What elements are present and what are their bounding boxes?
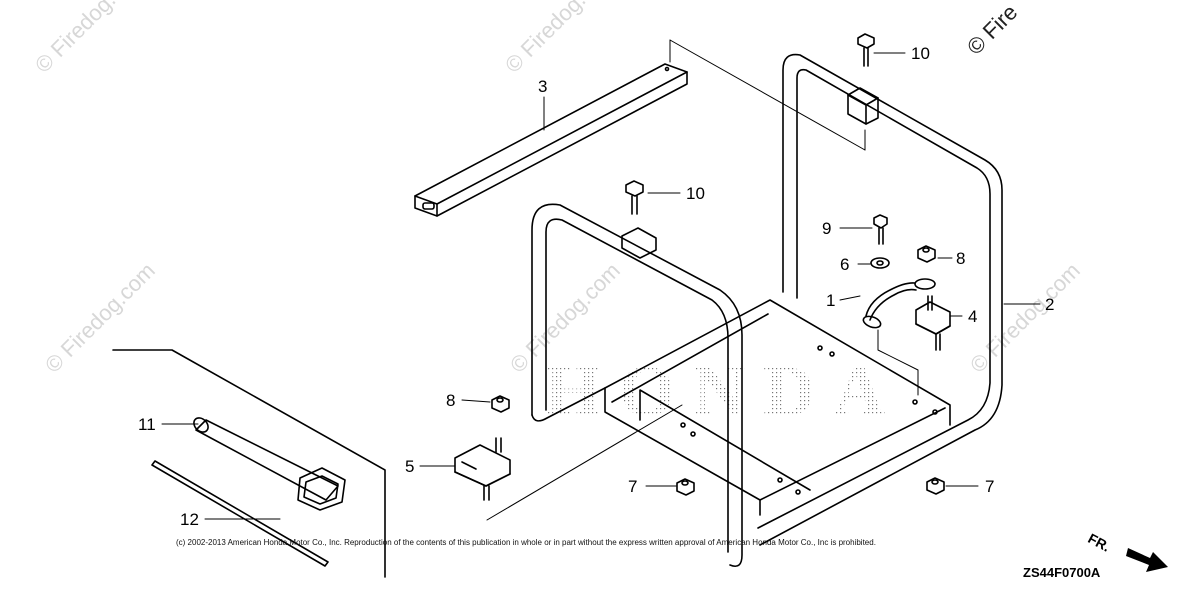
- callout-label: 11: [138, 415, 156, 434]
- assembly-leader: [486, 404, 683, 521]
- rubber-mount-part-5: [454, 437, 511, 501]
- callout-label: 7: [628, 477, 637, 496]
- nut-part-8-upper: [917, 245, 936, 263]
- callout-label: 3: [538, 77, 547, 96]
- front-direction-arrow: [1126, 548, 1168, 572]
- callout-label: 10: [686, 184, 705, 203]
- frame-part-2: [531, 53, 1003, 568]
- tool-bag-outline: [112, 349, 386, 578]
- bar-alignment-line: [669, 39, 866, 151]
- bolt-part-9: [873, 214, 888, 245]
- callout-label: 10: [911, 44, 930, 63]
- drawing-code: ZS44F0700A: [1023, 565, 1101, 580]
- socket-wrench-part-11: [193, 417, 346, 511]
- nut-part-8-lower: [491, 395, 510, 413]
- callout-label: 4: [968, 307, 977, 326]
- callout-label: 9: [822, 219, 831, 238]
- bolt-part-10-top: [857, 33, 875, 67]
- callout-label: 1: [826, 291, 835, 310]
- tommy-bar-part-12: [151, 460, 329, 567]
- callout-label: 8: [956, 249, 965, 268]
- callout-label: 7: [985, 477, 994, 496]
- callout-label: 12: [180, 510, 199, 529]
- brand-background-text: HONDA: [545, 351, 903, 431]
- nut-part-7-right: [926, 477, 945, 495]
- copyright-notice: (c) 2002-2013 American Honda Motor Co., …: [176, 538, 876, 547]
- assembly-leader: [877, 329, 919, 396]
- bolt-part-10-middle: [625, 180, 644, 215]
- rubber-mount-part-4: [915, 295, 951, 351]
- callout-label: 8: [446, 391, 455, 410]
- cross-bar-part-3: [414, 63, 688, 217]
- ground-cable-part-1: [862, 278, 936, 329]
- callout-label: 5: [405, 457, 414, 476]
- nut-part-7-left: [676, 478, 695, 496]
- callout-label: 2: [1045, 295, 1054, 314]
- callout-label: 6: [840, 255, 849, 274]
- washer-part-6: [870, 257, 890, 269]
